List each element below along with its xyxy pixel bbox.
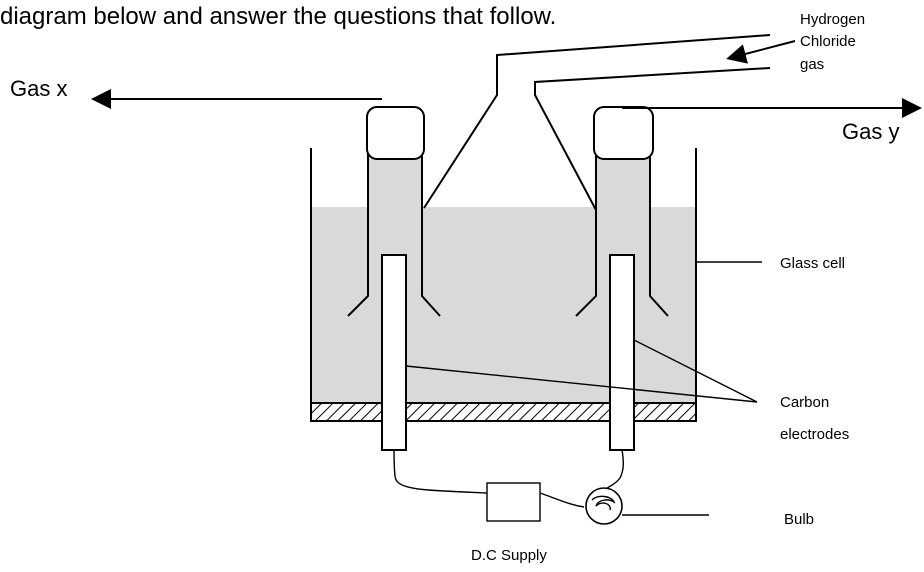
hcl-arrow [726, 40, 796, 64]
wire-left [393, 449, 488, 494]
left-stopper [366, 106, 425, 160]
electrode-pointer-right [633, 339, 758, 403]
carbon-label-line1: Carbon [780, 394, 829, 411]
right-electrode [609, 254, 635, 451]
dc-supply-label: D.C Supply [471, 547, 547, 564]
dc-supply-box [486, 482, 541, 522]
glass-cell-label: Glass cell [780, 255, 845, 272]
bulb-icon [585, 487, 623, 525]
left-electrode [381, 254, 407, 451]
hcl-label-line3: gas [800, 56, 824, 73]
funnel-right-edge [534, 67, 771, 211]
funnel-left-edge [423, 34, 771, 209]
hcl-label-line2: Chloride [800, 33, 856, 50]
carbon-label-line2: electrodes [780, 426, 849, 443]
right-stopper [593, 106, 654, 160]
header-text: diagram below and answer the questions t… [0, 3, 556, 30]
bulb-filament [591, 495, 616, 511]
hcl-label-line1: Hydrogen [800, 11, 865, 28]
left-tube [347, 148, 441, 317]
electrode-pointer-left [405, 365, 758, 403]
right-tube [575, 148, 669, 317]
gas-y-label: Gas y [842, 119, 899, 144]
gas-x-label: Gas x [10, 76, 67, 101]
wire-middle [539, 492, 585, 508]
cell-base [310, 402, 697, 422]
bulb-label: Bulb [784, 511, 814, 528]
